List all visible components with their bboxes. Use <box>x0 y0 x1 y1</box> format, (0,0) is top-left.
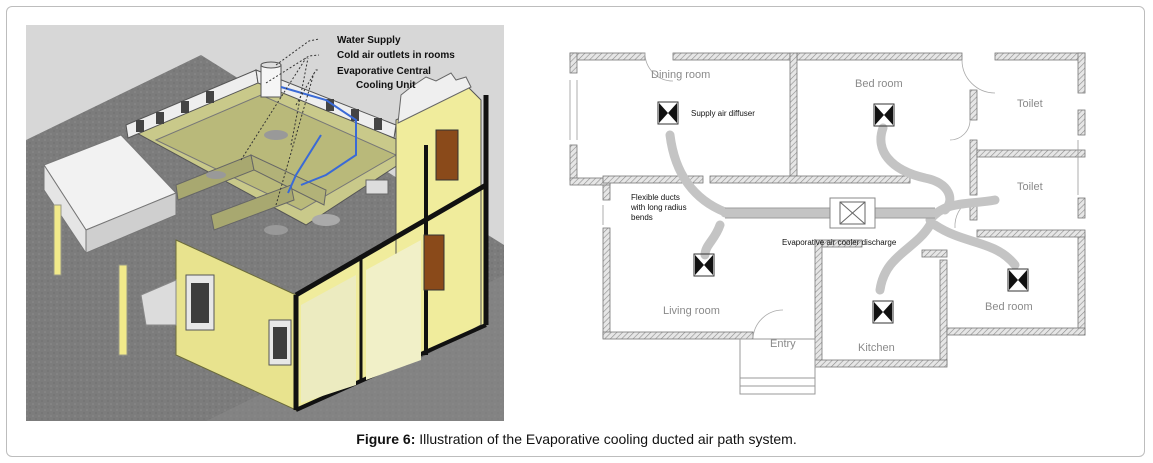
cooling-unit <box>260 64 282 98</box>
annotation-flex-line1: Flexible ducts <box>631 193 680 202</box>
windows <box>569 80 1079 225</box>
label-water-supply: Water Supply <box>337 35 401 46</box>
room-bed-1: Bed room <box>855 78 903 90</box>
flexible-ducts <box>665 123 1020 295</box>
room-toilet-1: Toilet <box>1017 98 1043 110</box>
floor-plan: Dining room Bed room Toilet Toilet Livin… <box>569 52 1086 395</box>
label-cooling-unit-line1: Evaporative Central <box>337 66 431 77</box>
annotation-supply-diffuser: Supply air diffuser <box>691 109 755 118</box>
entry-steps <box>739 338 816 395</box>
annotation-cooler-discharge: Evaporative air cooler discharge <box>782 238 897 247</box>
walls <box>569 52 1086 368</box>
room-dining: Dining room <box>651 69 710 81</box>
room-bed-2: Bed room <box>985 301 1033 313</box>
supply-diffusers <box>657 101 1029 324</box>
house-cutaway-illustration: Water Supply Cold air outlets in rooms E… <box>26 25 504 421</box>
room-entry: Entry <box>770 338 796 350</box>
room-kitchen: Kitchen <box>858 342 895 354</box>
evaporative-cooler <box>829 197 876 229</box>
label-cooling-unit-line2: Cooling Unit <box>356 80 416 91</box>
annotation-flex-line2: with long radius <box>630 203 687 212</box>
annotation-flex-line3: bends <box>631 213 653 222</box>
doors <box>644 52 996 340</box>
duct-edges <box>725 207 935 219</box>
label-cold-air-outlets: Cold air outlets in rooms <box>337 50 455 61</box>
duct-lines <box>280 86 357 186</box>
room-living: Living room <box>663 305 720 317</box>
caption-text: Illustration of the Evaporative cooling … <box>415 431 797 447</box>
caption-label: Figure 6: <box>356 431 416 447</box>
room-toilet-2: Toilet <box>1017 181 1043 193</box>
figure-caption: Figure 6: Illustration of the Evaporativ… <box>0 431 1153 447</box>
